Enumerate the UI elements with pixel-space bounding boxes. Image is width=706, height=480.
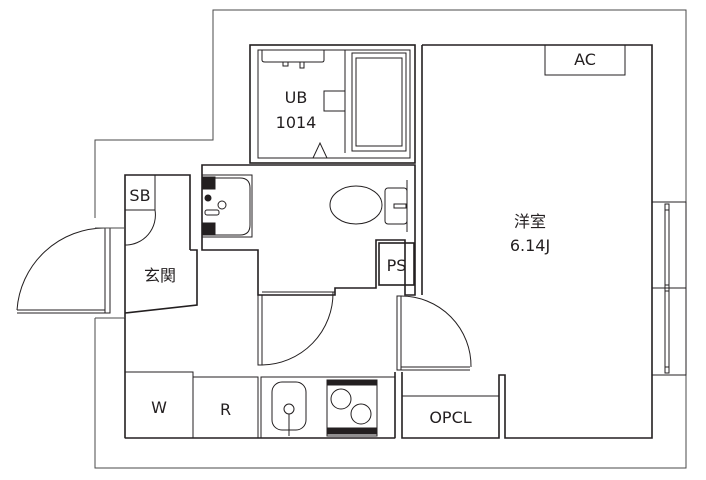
shoe-box-label: SB: [129, 186, 151, 205]
air-conditioner-label: AC: [574, 50, 596, 69]
entrance-label: 玄関: [143, 266, 176, 285]
refrigerator-label: R: [219, 400, 232, 419]
pipe-space-label: PS: [386, 256, 407, 275]
unit-bath-label: UB: [284, 88, 308, 107]
kitchen-hall: [124, 291, 396, 439]
western-room-size: 6.14J: [509, 236, 551, 255]
western-room: [396, 44, 687, 439]
unit-bath: [249, 44, 416, 164]
entrance-area: [16, 174, 198, 319]
open-closet-label: OPCL: [429, 408, 472, 427]
washer-label: W: [151, 398, 167, 417]
western-room-label: 洋室: [513, 212, 546, 231]
outer-boundary: [94, 9, 687, 469]
unit-bath-size: 1014: [275, 113, 317, 132]
washroom: [201, 164, 416, 296]
